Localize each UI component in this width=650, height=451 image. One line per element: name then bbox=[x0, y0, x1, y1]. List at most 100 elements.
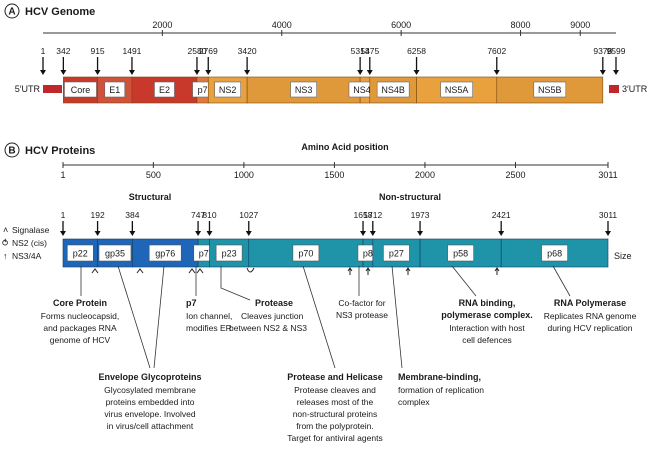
signalase-mark-4 bbox=[196, 268, 204, 274]
genome-segment-label: NS4A bbox=[353, 85, 377, 95]
annotation-envelope-line: Glycosylated membrane bbox=[104, 385, 196, 395]
genome-scale-tick-label: 6000 bbox=[391, 20, 411, 30]
protein-position-arrowhead bbox=[360, 231, 367, 236]
panel-b-title: HCV Proteins bbox=[25, 145, 95, 157]
ns34a-head-1 bbox=[347, 267, 353, 272]
protein-scale-tick-label: 500 bbox=[146, 170, 161, 180]
annotation-core-line: genome of HCV bbox=[50, 335, 111, 345]
annotation-p68-line: Replicates RNA genome bbox=[544, 311, 637, 321]
annotation-protease: Protease Cleaves junction between NS2 & … bbox=[229, 298, 307, 333]
genome-segment-label: Core bbox=[71, 85, 91, 95]
annotation-p7-line: Ion channel, bbox=[186, 311, 232, 321]
protein-position-label: 1712 bbox=[363, 210, 382, 220]
leader-gp35 bbox=[117, 265, 151, 369]
genome-scale-tick-label: 4000 bbox=[272, 20, 292, 30]
protein-segment-label: p8 bbox=[363, 249, 373, 259]
annotation-cofactor-line: Co-factor for bbox=[338, 298, 385, 308]
annotation-core-line: and packages RNA bbox=[43, 323, 117, 333]
annotation-p27-line: complex bbox=[398, 397, 430, 407]
genome-position-arrowhead bbox=[60, 70, 67, 75]
protein-position-arrowhead bbox=[94, 231, 101, 236]
genome-position-label: 1491 bbox=[122, 46, 141, 56]
protein-segment-label-box bbox=[383, 244, 410, 262]
annotation-p68-line: during HCV replication bbox=[547, 323, 632, 333]
genome-position-arrowhead bbox=[40, 70, 46, 75]
annotation-p58-line: polymerase complex. bbox=[441, 310, 533, 320]
utr5-label: 5′UTR bbox=[15, 84, 41, 94]
size-label: Size bbox=[614, 251, 632, 261]
protein-position-arrowhead bbox=[206, 231, 213, 236]
genome-position-arrowhead bbox=[599, 70, 606, 75]
leader-gp76 bbox=[153, 265, 165, 369]
genome-position-label: 5475 bbox=[360, 46, 379, 56]
protein-segment-label-box bbox=[541, 244, 568, 262]
leader-lines bbox=[80, 265, 571, 369]
annotation-cofactor: Co-factor for NS3 protease bbox=[336, 298, 388, 320]
genome-position-label: 9599 bbox=[607, 46, 626, 56]
genome-position-arrowhead bbox=[244, 70, 251, 75]
protein-segment-label-box bbox=[148, 244, 182, 262]
annotation-envelope-title: Envelope Glycoproteins bbox=[98, 372, 201, 382]
protein-position-arrowhead bbox=[195, 231, 202, 236]
protein-segment-label: p27 bbox=[389, 249, 404, 259]
ns34a-head-2 bbox=[365, 267, 371, 272]
protein-position-label: 1658 bbox=[354, 210, 373, 220]
leader-p68 bbox=[552, 265, 571, 297]
protein-position-label: 810 bbox=[202, 210, 216, 220]
protein-position-arrowhead bbox=[369, 231, 376, 236]
signalase-mark-2 bbox=[136, 268, 144, 274]
protein-position-label: 747 bbox=[191, 210, 205, 220]
protein-position-label: 2421 bbox=[492, 210, 511, 220]
genome-position-label: 915 bbox=[90, 46, 104, 56]
nonstructural-label: Non-structural bbox=[379, 192, 441, 202]
genome-segment-label: NS2 bbox=[219, 85, 237, 95]
annotation-p70-line: from the polyprotein. bbox=[296, 421, 373, 431]
panel-a-badge bbox=[4, 3, 20, 19]
signalase-mark-1 bbox=[91, 268, 99, 274]
protein-position-label: 3011 bbox=[599, 210, 618, 220]
annotation-core-line: Forms nucleocapsid, bbox=[41, 311, 119, 321]
protein-scale-tick-label: 1000 bbox=[234, 170, 254, 180]
annotation-cofactor-line: NS3 protease bbox=[336, 310, 388, 320]
leader-p27 bbox=[391, 265, 403, 369]
axis-title: Amino Acid position bbox=[301, 142, 388, 152]
annotation-p27-title: Membrane-binding, bbox=[398, 372, 481, 382]
protein-segment-label-box bbox=[447, 244, 474, 262]
genome-scale-tick-label: 2000 bbox=[152, 20, 172, 30]
genome-position-arrowhead bbox=[613, 70, 619, 75]
legend-ns2-label: NS2 (cis) bbox=[12, 238, 47, 248]
genome-position-arrowhead bbox=[357, 70, 364, 75]
annotation-core: Core Protein Forms nucleocapsid, and pac… bbox=[41, 298, 119, 345]
genome-position-arrowhead bbox=[94, 70, 101, 75]
genome-segment-label-box bbox=[376, 81, 410, 98]
genome-position-label: 2580 bbox=[188, 46, 207, 56]
protein-segment-label: p58 bbox=[453, 249, 468, 259]
protein-position-label: 384 bbox=[125, 210, 139, 220]
genome-position-arrowhead bbox=[128, 70, 135, 75]
ns2-cis-mark bbox=[246, 267, 255, 273]
protein-position-label: 1027 bbox=[239, 210, 258, 220]
signalase-mark-3 bbox=[188, 268, 196, 274]
genome-scale-tick-label: 8000 bbox=[511, 20, 531, 30]
panel-a-title: HCV Genome bbox=[25, 6, 95, 18]
genome-segment-label: NS5A bbox=[445, 85, 469, 95]
legend-ns34a-symbol: ↑ bbox=[3, 251, 8, 261]
leader-p70 bbox=[302, 265, 336, 369]
utr3-label: 3′UTR bbox=[622, 84, 648, 94]
genome-position-label: 6258 bbox=[407, 46, 426, 56]
protein-position-arrowhead bbox=[60, 231, 66, 236]
protein-segment-label: gp35 bbox=[105, 249, 125, 259]
annotation-p58-line: Interaction with host bbox=[449, 323, 525, 333]
genome-segment-label: E2 bbox=[159, 85, 170, 95]
protein-position-arrowhead bbox=[498, 231, 505, 236]
panel-b-letter: B bbox=[8, 146, 15, 157]
legend-ns34a-label: NS3/4A bbox=[12, 251, 42, 261]
genome-segment-label: NS3 bbox=[295, 85, 313, 95]
genome-position-arrowhead bbox=[413, 70, 420, 75]
genome-position-arrowhead bbox=[366, 70, 373, 75]
genome-segment-label-box bbox=[64, 81, 97, 98]
